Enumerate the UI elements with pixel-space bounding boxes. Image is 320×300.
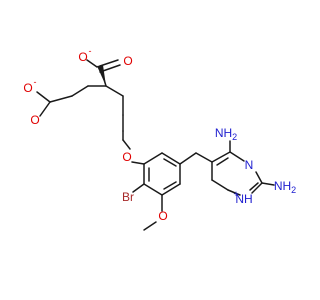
atom-amine-top: NH2 — [215, 126, 237, 142]
atom-methoxy-oxygen: O — [158, 209, 167, 223]
atom-amine-right: NH2 — [274, 179, 296, 195]
atom-bromine: Br — [122, 190, 134, 204]
stereo-wedge-bond — [97, 65, 106, 86]
charge-o1: - — [34, 77, 37, 87]
atom-ring-nitrogen: N — [245, 158, 254, 172]
chemical-structure: O - O O - O O Br O NH2 N NH2 NH + — [23, 46, 296, 231]
atom-o2: O — [30, 113, 39, 127]
atom-labels: O - O O - O O Br O NH2 N NH2 NH + — [23, 46, 296, 223]
atom-o4: O — [123, 54, 132, 68]
charge-ring-nh: + — [233, 189, 238, 199]
charge-o3: - — [89, 46, 92, 56]
atom-o1: O — [23, 81, 32, 95]
atom-ring-nh-plus: NH — [235, 192, 252, 206]
atom-o3: O — [78, 50, 87, 64]
atom-ether-oxygen: O — [122, 150, 131, 164]
